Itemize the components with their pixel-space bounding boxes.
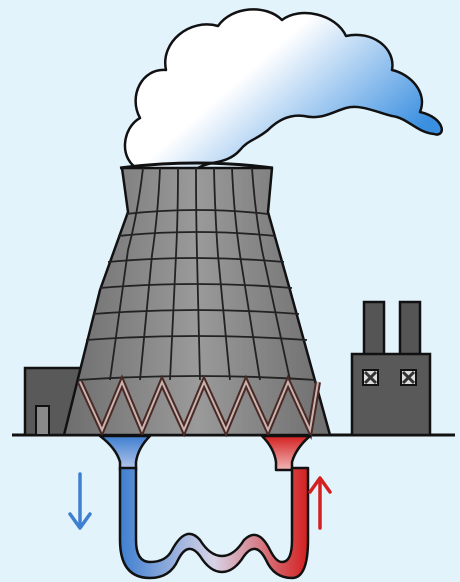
factory-window-right [400,369,417,386]
chimney-left [362,300,386,362]
chimney-right [398,300,422,362]
factory-building [350,300,432,437]
cold-water-funnel [98,434,152,472]
hot-water-funnel [260,434,312,472]
tower-ribs [109,167,291,381]
factory-window-left [362,369,379,386]
cooling-tower [62,161,332,441]
circulation-pipe [118,466,310,580]
hot-water-up-arrow [308,476,332,530]
building-door [35,405,50,436]
tower-bands [77,209,317,381]
cold-water-down-arrow [68,472,92,530]
steam-cloud [123,8,443,178]
